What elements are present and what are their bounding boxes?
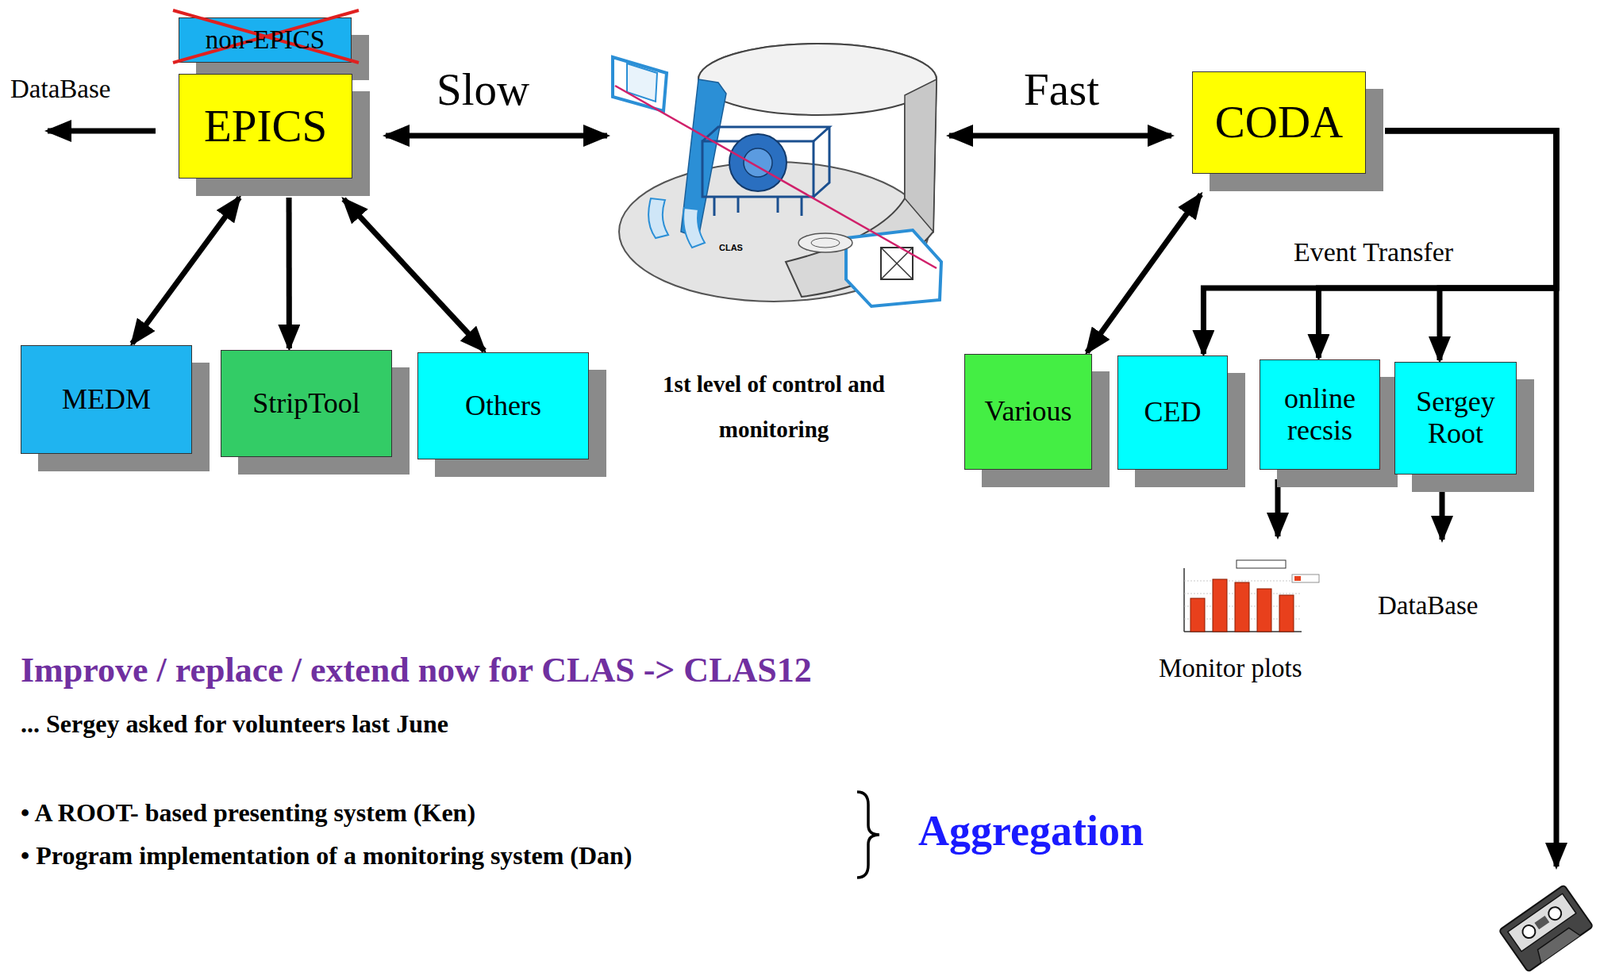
plots-arrow: [1275, 479, 1281, 537]
db-out-arrow: [1439, 480, 1446, 540]
plot-label: Monitor plots: [1158, 653, 1303, 685]
database-label: DataBase: [10, 74, 111, 105]
connector-arrow: [131, 197, 239, 344]
static-arrows: [47, 130, 1557, 867]
heading-note: Improve / replace / extend now for CLAS …: [20, 650, 812, 692]
system-box: EPICS: [178, 73, 353, 179]
connector-arrow: [286, 197, 293, 349]
system-box: CODA: [1192, 71, 1366, 174]
connector-arrow: [343, 199, 485, 351]
tape-cassette: [1499, 884, 1594, 973]
bullet-item: • A ROOT- based presenting system (Ken): [20, 798, 476, 828]
box-text: Others: [465, 390, 542, 423]
database-arrow: [47, 128, 156, 135]
link-label: Fast: [1023, 63, 1100, 116]
slow-arrow: [385, 133, 608, 139]
note-line: ... Sergey asked for volunteers last Jun…: [20, 709, 449, 739]
box-text: non-EPICS: [205, 25, 325, 54]
box-text: MEDM: [61, 384, 151, 416]
tool-box: Others: [417, 352, 589, 460]
tool-box: online recsis: [1259, 359, 1381, 470]
box-text: Various: [984, 396, 1073, 428]
cross-line: [173, 10, 359, 63]
tool-box: MEDM: [20, 345, 193, 454]
caption-note: 1st level of control and monitoring: [634, 361, 913, 453]
box-text: online recsis: [1260, 383, 1380, 447]
box-text: CED: [1144, 396, 1202, 429]
box-text: Sergey Root: [1395, 386, 1516, 450]
database-label: DataBase: [1377, 591, 1478, 622]
box-text: CODA: [1215, 97, 1344, 148]
connector-arrow: [1087, 194, 1201, 353]
bullet-item: • Program implementation of a monitoring…: [20, 841, 633, 871]
monitor-chart: [1173, 555, 1322, 639]
tool-box: CED: [1117, 355, 1228, 470]
box-text: EPICS: [203, 101, 327, 152]
link-label: Slow: [436, 63, 530, 116]
curly-brace: [857, 792, 880, 878]
hall-illustration: [612, 43, 942, 307]
crossed-out-box: non-EPICS: [178, 17, 352, 63]
tool-box: Sergey Root: [1394, 361, 1517, 475]
illustration-label: CLAS: [719, 242, 743, 254]
aggregation-label: Aggregation: [918, 806, 1144, 856]
bus-label: Event Transfer: [1293, 236, 1454, 268]
cross-line: [173, 10, 359, 63]
box-text: StripTool: [252, 388, 361, 420]
tool-box: StripTool: [220, 350, 393, 458]
fast-arrow: [949, 133, 1172, 139]
tool-box: Various: [964, 353, 1093, 470]
